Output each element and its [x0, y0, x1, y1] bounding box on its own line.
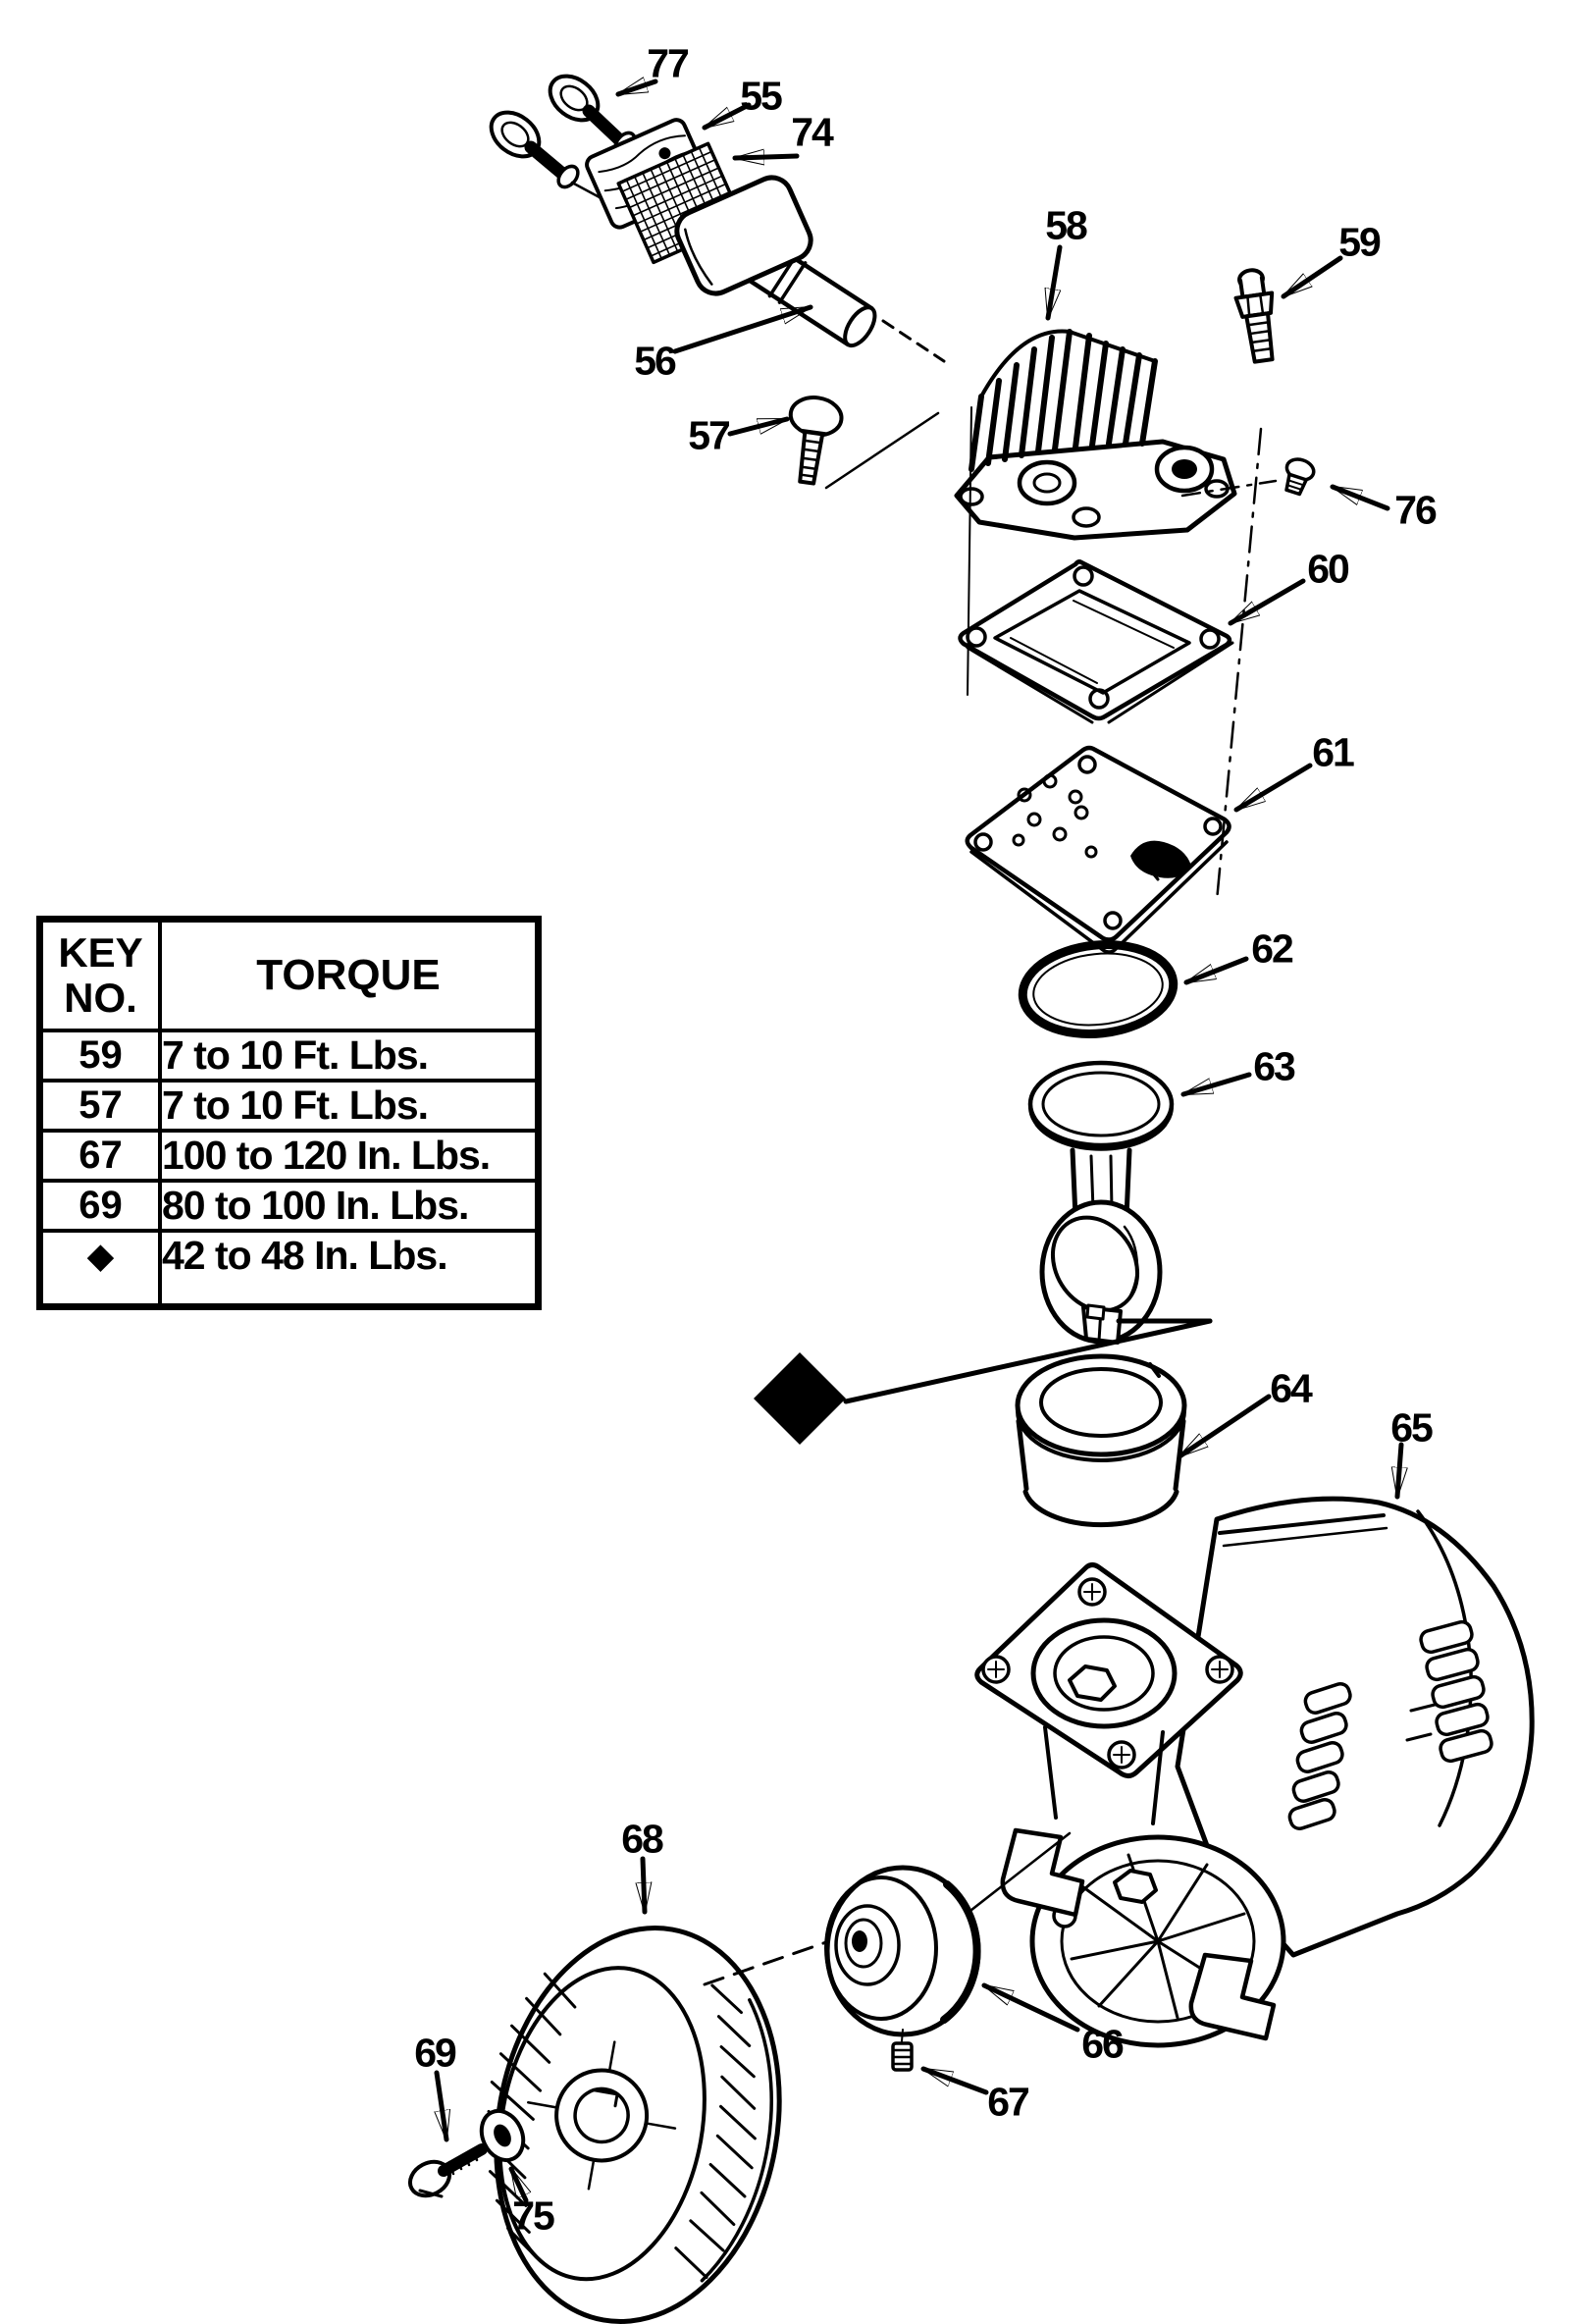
flange-bolt [407, 2143, 488, 2198]
leader-arrow-66 [981, 1982, 1080, 2033]
head-gasket [958, 559, 1234, 724]
callout-59: 59 [1338, 219, 1382, 265]
leader-arrow-57 [727, 416, 790, 437]
callout-76: 76 [1394, 487, 1438, 533]
callout-64: 64 [1270, 1365, 1313, 1411]
leader-arrow-55 [702, 102, 752, 131]
torque-key-number: 59 [37, 1029, 162, 1083]
torque-diamond-marker [754, 1318, 1213, 1445]
callout-65: 65 [1390, 1404, 1434, 1451]
leader-arrow-76 [1330, 484, 1390, 511]
set-screw [891, 2029, 914, 2072]
washer [479, 2108, 526, 2163]
fan-axis-line [703, 1939, 831, 1986]
leader-arrow-77 [615, 81, 658, 97]
bearing-eccentric [824, 1831, 1072, 2037]
valve-plate [965, 745, 1231, 954]
leader-arrow-69 [437, 2070, 446, 2142]
filter-screws [489, 74, 645, 205]
torque-table-header-row: KEY NO. TORQUE [37, 917, 541, 1032]
torque-table-key-header: KEY NO. [37, 917, 162, 1032]
callout-69: 69 [414, 2030, 457, 2076]
leader-arrow-61 [1233, 763, 1313, 813]
callout-74: 74 [791, 109, 834, 155]
torque-value: 100 to 120 In. Lbs. [158, 1129, 541, 1183]
axis-line-left [967, 406, 972, 696]
callout-58: 58 [1045, 202, 1088, 248]
leader-arrow-67 [920, 2066, 989, 2095]
leader-arrow-75 [508, 2166, 526, 2203]
leader-arrow-56 [672, 304, 813, 354]
leader-arrow-59 [1281, 255, 1343, 299]
cylinder-head [954, 329, 1237, 541]
piston-connecting-rod [1027, 1060, 1175, 1345]
leader-arrow-65 [1397, 1442, 1401, 1500]
head-bolt [788, 396, 844, 486]
callout-68: 68 [621, 1816, 664, 1862]
callout-55: 55 [740, 73, 783, 119]
callout-66: 66 [1081, 2021, 1125, 2067]
motor-pump-assembly [974, 1496, 1535, 2048]
leader-arrow-60 [1228, 578, 1306, 626]
torque-value: 42 to 48 In. Lbs. [158, 1229, 541, 1309]
pipe-plug [1284, 457, 1316, 497]
torque-key-number: 57 [37, 1079, 162, 1133]
leader-arrow-63 [1180, 1072, 1252, 1097]
leader-arrows [437, 81, 1401, 2203]
bolt-axis-line [824, 411, 940, 490]
callout-60: 60 [1307, 546, 1350, 592]
intake-muffler [674, 175, 946, 363]
compression-fitting [1233, 268, 1275, 364]
callout-77: 77 [647, 40, 690, 86]
axis-line-right [1215, 427, 1263, 903]
torque-key-diamond-icon: ◆ [37, 1229, 162, 1309]
o-ring [1018, 940, 1178, 1038]
torque-key-number: 69 [37, 1179, 162, 1233]
leader-arrow-68 [643, 1856, 645, 1915]
cylinder-sleeve [1015, 1353, 1187, 1528]
callout-56: 56 [634, 338, 677, 384]
leader-arrow-58 [1048, 244, 1063, 321]
torque-value: 7 to 10 Ft. Lbs. [158, 1079, 541, 1133]
callout-63: 63 [1253, 1043, 1296, 1089]
torque-value: 80 to 100 In. Lbs. [158, 1179, 541, 1233]
torque-value: 7 to 10 Ft. Lbs. [158, 1029, 541, 1083]
callout-57: 57 [688, 412, 731, 458]
callout-62: 62 [1251, 925, 1294, 972]
torque-key-number: 67 [37, 1129, 162, 1183]
leader-arrow-62 [1183, 956, 1249, 985]
callout-75: 75 [512, 2192, 555, 2239]
callout-67: 67 [987, 2079, 1030, 2125]
plug-axis-line [1180, 479, 1278, 498]
fan-flywheel [486, 1926, 782, 2324]
leader-arrow-64 [1177, 1394, 1272, 1459]
leader-arrow-74 [732, 156, 800, 158]
torque-table-row: ◆42 to 48 In. Lbs. [37, 1229, 541, 1309]
torque-table-torque-header: TORQUE [158, 917, 541, 1032]
callout-61: 61 [1312, 729, 1355, 775]
